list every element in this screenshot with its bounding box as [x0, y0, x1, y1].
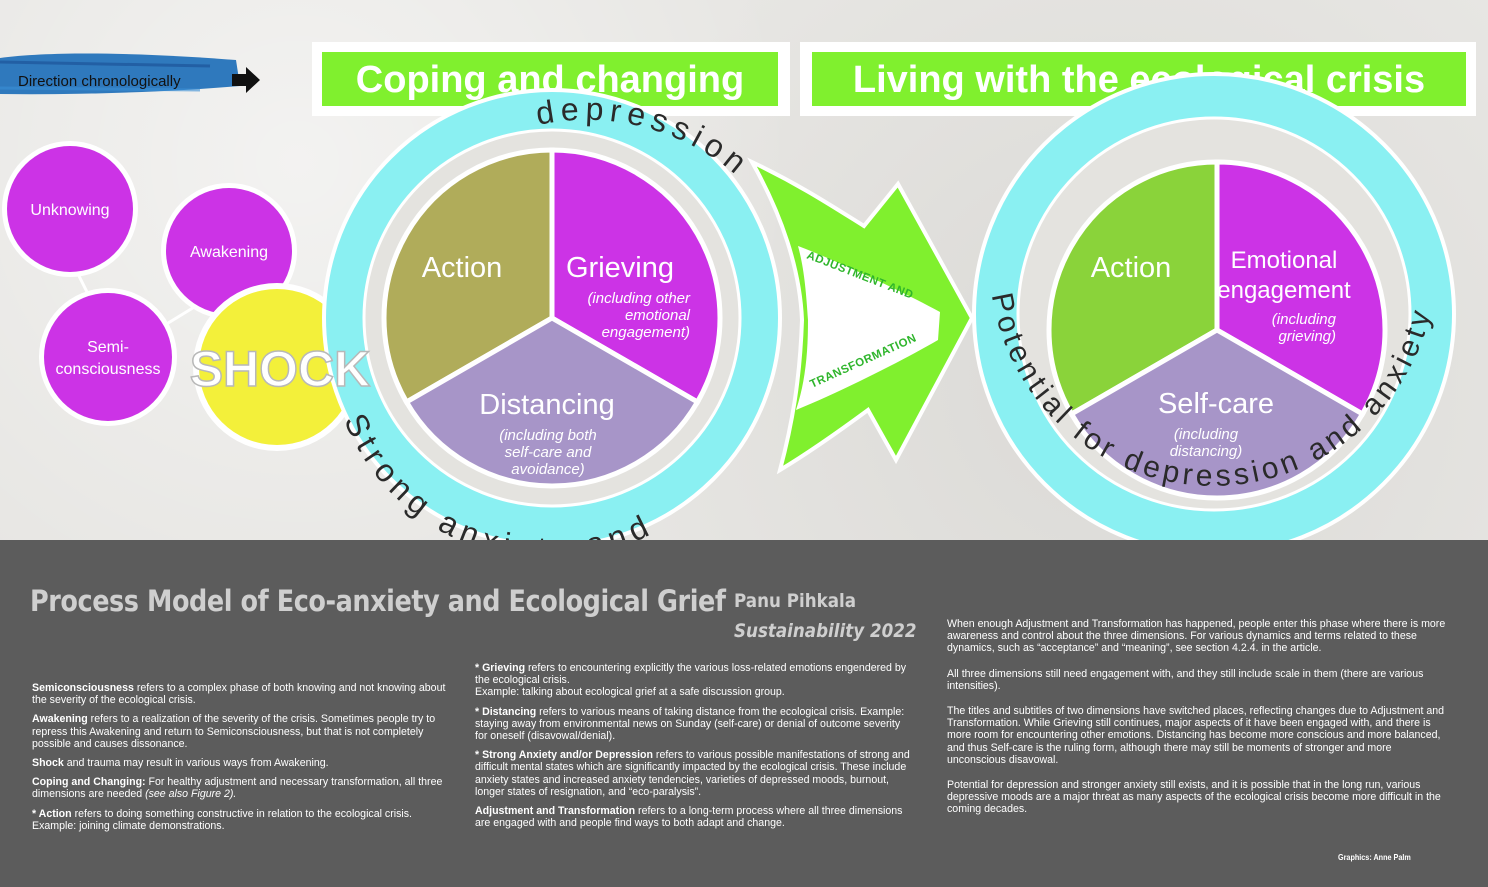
desc-strong-anxiety: * Strong Anxiety and/or Depression refer… — [475, 749, 910, 798]
description-column-1: Semiconsciousness refers to a complex ph… — [32, 682, 452, 839]
sector-emotional-engagement — [1214, 159, 1388, 418]
right-cycle: Action Emotional engagement (including g… — [972, 72, 1456, 556]
direction-label: Direction chronologically — [18, 73, 181, 90]
svg-text:consciousness: consciousness — [56, 361, 161, 378]
desc-shock: Shock and trauma may result in various w… — [32, 757, 329, 770]
grieving-sub-1: (including other — [587, 290, 691, 307]
direction-indicator: Direction chronologically — [0, 53, 260, 95]
sector-distancing — [403, 315, 701, 489]
journal: Sustainability 2022 — [734, 620, 917, 642]
desc-grieving: * Grieving refers to encountering explic… — [475, 662, 907, 699]
label-emotional-1: Emotional — [1231, 247, 1338, 274]
desc-semiconsciousness: Semiconsciousness refers to a complex ph… — [32, 682, 446, 707]
distancing-sub-1: (including both — [499, 427, 597, 444]
desc-living-1: When enough Adjustment and Transformatio… — [947, 618, 1446, 655]
desc-coping: Coping and Changing: For healthy adjustm… — [32, 776, 443, 801]
desc-awakening: Awakening refers to a realization of the… — [32, 713, 436, 750]
desc-adjustment: Adjustment and Transformation refers to … — [475, 805, 903, 830]
process-diagram: Direction chronologically Coping and cha… — [0, 42, 1476, 560]
left-cycle: Action Grieving (including other emotion… — [322, 88, 782, 560]
distancing-sub-2: self-care and — [505, 444, 592, 461]
sector-grieving — [549, 147, 723, 406]
emotional-sub-2: grieving) — [1278, 328, 1336, 345]
stage-shock — [193, 283, 361, 451]
desc-distancing: * Distancing refers to various means of … — [475, 705, 905, 743]
sector-action-left — [381, 147, 555, 406]
description-column-3: When enough Adjustment and Transformatio… — [947, 618, 1447, 829]
label-emotional-2: engagement — [1217, 277, 1351, 304]
graphics-credit: Graphics: Anne Palm — [1338, 852, 1411, 862]
label-self-care: Self-care — [1158, 388, 1274, 420]
label-grieving: Grieving — [566, 252, 674, 284]
selfcare-sub-2: distancing) — [1170, 443, 1243, 460]
main-title: Process Model of Eco-anxiety and Ecologi… — [30, 584, 726, 618]
distancing-sub-3: avoidance) — [511, 461, 584, 478]
arrow-right-icon — [232, 67, 260, 93]
description-panel: Process Model of Eco-anxiety and Ecologi… — [0, 540, 1488, 887]
emotional-sub-1: (including — [1272, 311, 1337, 328]
label-action-left: Action — [422, 252, 503, 284]
stage-semiconsciousness: Semi- consciousness — [39, 288, 177, 426]
desc-living-4: Potential for depression and stronger an… — [947, 779, 1441, 816]
selfcare-sub-1: (including — [1174, 426, 1239, 443]
svg-text:Unknowing: Unknowing — [30, 202, 109, 219]
sector-action-right — [1046, 159, 1220, 418]
description-column-2: * Grieving refers to encountering explic… — [475, 662, 915, 836]
svg-text:Awakening: Awakening — [190, 244, 268, 261]
shock-label: SHOCK — [190, 341, 371, 397]
desc-living-3: The titles and subtitles of two dimensio… — [947, 705, 1445, 766]
desc-action: * Action refers to doing something const… — [32, 807, 412, 832]
author: Panu Pihkala — [734, 590, 857, 612]
adjustment-arrow: ADJUSTMENT AND TRANSFORMATION — [747, 157, 975, 475]
phase-title-living: Living with the ecological crisis — [800, 42, 1476, 116]
grieving-sub-2: emotional — [625, 307, 691, 324]
desc-living-2: All three dimensions still need engageme… — [947, 667, 1424, 692]
sector-self-care — [1068, 327, 1366, 501]
label-distancing: Distancing — [479, 389, 614, 421]
label-action-right: Action — [1091, 252, 1172, 284]
stage-unknowing: Unknowing — [2, 141, 138, 277]
grieving-sub-3: engagement) — [602, 324, 690, 341]
svg-text:Semi-: Semi- — [87, 339, 129, 356]
